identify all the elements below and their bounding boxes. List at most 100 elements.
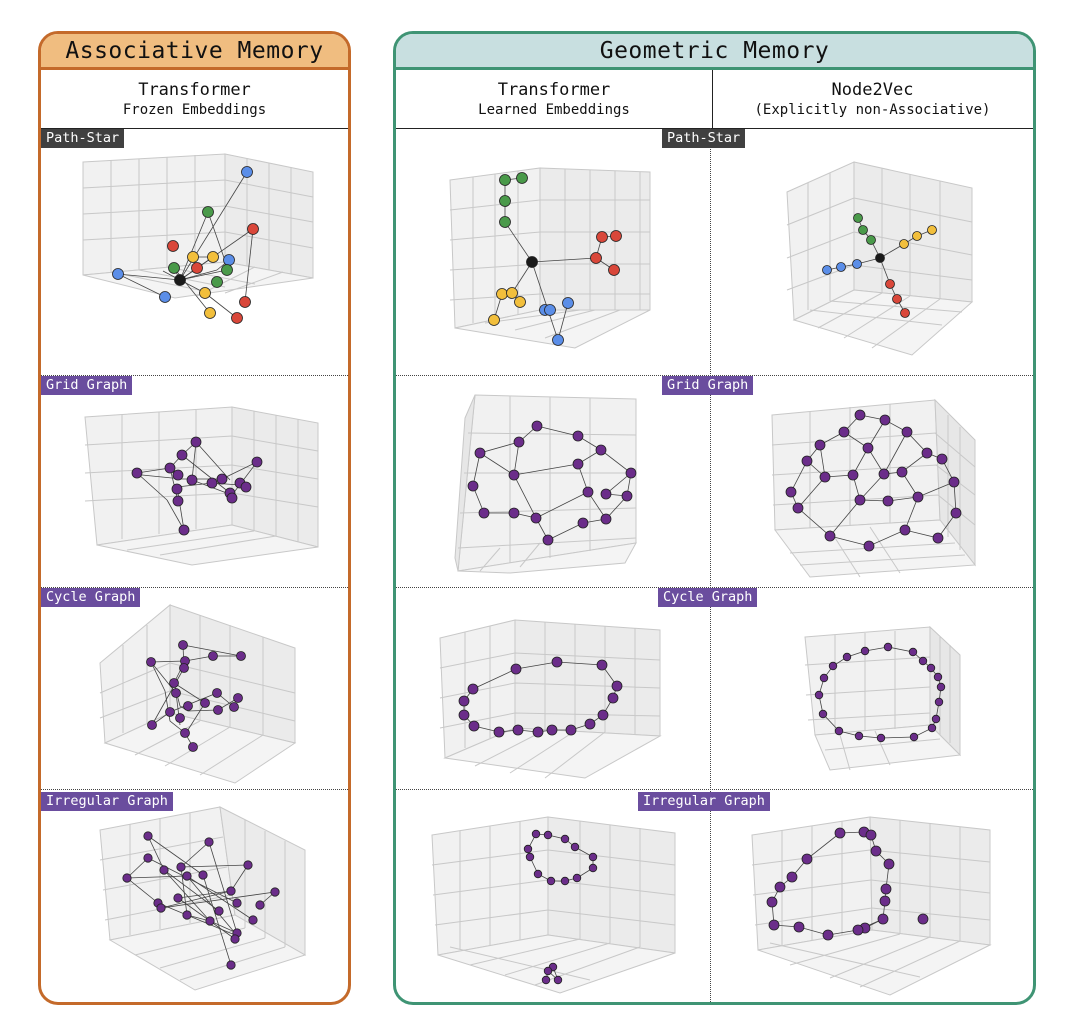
- plot-transformer-irregular: [431, 816, 676, 994]
- node: [572, 458, 584, 470]
- node: [164, 462, 176, 474]
- row-tag-cycle-graph: Cycle Graph: [658, 588, 758, 607]
- node: [255, 900, 265, 910]
- node: [600, 488, 612, 500]
- node: [530, 512, 542, 524]
- node: [186, 474, 198, 486]
- node: [496, 288, 508, 300]
- node: [467, 480, 479, 492]
- node: [226, 886, 236, 896]
- row-separator: [41, 375, 348, 376]
- node: [221, 264, 233, 276]
- node: [488, 314, 500, 326]
- node: [892, 294, 902, 304]
- associative-memory-panel: Associative Memory Transformer Frozen Em…: [38, 31, 351, 1005]
- row-tag-irregular-graph: Irregular Graph: [41, 792, 173, 811]
- node: [542, 534, 554, 546]
- node: [239, 296, 251, 308]
- node: [230, 934, 240, 944]
- axis-box: [439, 619, 662, 779]
- node: [207, 251, 219, 263]
- node: [875, 253, 885, 263]
- node: [531, 420, 543, 432]
- node: [202, 206, 214, 218]
- node: [165, 707, 175, 717]
- node: [532, 726, 544, 738]
- node: [543, 966, 553, 976]
- geometric-memory-panel: Geometric Memory Transformer Learned Emb…: [393, 31, 1036, 1005]
- node: [251, 456, 263, 468]
- header-divider: [41, 128, 348, 129]
- axis-box: [449, 167, 651, 349]
- node: [562, 297, 574, 309]
- plot-node2vec-irregular: [751, 816, 992, 996]
- axis-box: [82, 153, 314, 299]
- node: [862, 442, 874, 454]
- node: [819, 471, 831, 483]
- node: [834, 726, 844, 736]
- node: [159, 865, 169, 875]
- node: [880, 883, 892, 895]
- node: [899, 524, 911, 536]
- node: [458, 709, 470, 721]
- node: [936, 682, 946, 692]
- node: [828, 661, 838, 671]
- node: [174, 274, 186, 286]
- node: [523, 844, 533, 854]
- node: [596, 659, 608, 671]
- axis-box: [99, 806, 307, 991]
- nodes: [488, 172, 622, 346]
- node: [168, 262, 180, 274]
- nodes: [146, 640, 246, 752]
- column-header-node2vec: Node2Vec (Explicitly non-Associative): [712, 73, 1033, 129]
- column-subtitle: (Explicitly non-Associative): [754, 102, 991, 118]
- node: [792, 502, 804, 514]
- plot-node2vec-path-star: [786, 161, 974, 356]
- node: [131, 467, 143, 479]
- column-header-learned: Transformer Learned Embeddings: [396, 73, 712, 129]
- node: [931, 714, 941, 724]
- node: [908, 647, 918, 657]
- node: [458, 695, 470, 707]
- node: [176, 449, 188, 461]
- column-subtitle: Learned Embeddings: [478, 102, 630, 118]
- row-tag-irregular-graph: Irregular Graph: [638, 792, 770, 811]
- node: [467, 683, 479, 695]
- node: [178, 640, 188, 650]
- node: [179, 663, 189, 673]
- node: [205, 916, 215, 926]
- node: [912, 231, 922, 241]
- row-separator: [396, 375, 1033, 376]
- node: [499, 195, 511, 207]
- node: [608, 264, 620, 276]
- node: [865, 829, 877, 841]
- node: [876, 733, 886, 743]
- node: [546, 724, 558, 736]
- node: [588, 852, 598, 862]
- plot-transformer-grid: [454, 394, 637, 574]
- node: [214, 906, 224, 916]
- node: [172, 469, 184, 481]
- node: [206, 477, 218, 489]
- node: [171, 688, 181, 698]
- node: [921, 447, 933, 459]
- node: [852, 259, 862, 269]
- node: [590, 252, 602, 264]
- node: [223, 254, 235, 266]
- node: [621, 490, 633, 502]
- node: [607, 692, 619, 704]
- plot-associative-path-star: [82, 153, 314, 324]
- node: [560, 834, 570, 844]
- node: [900, 308, 910, 318]
- nodes: [766, 826, 929, 941]
- node: [231, 312, 243, 324]
- node: [243, 860, 253, 870]
- plot-node2vec-cycle: [804, 625, 962, 771]
- node: [842, 652, 852, 662]
- node: [526, 256, 538, 268]
- node: [544, 304, 556, 316]
- node: [212, 688, 222, 698]
- node: [584, 718, 596, 730]
- node: [870, 845, 882, 857]
- node: [270, 887, 280, 897]
